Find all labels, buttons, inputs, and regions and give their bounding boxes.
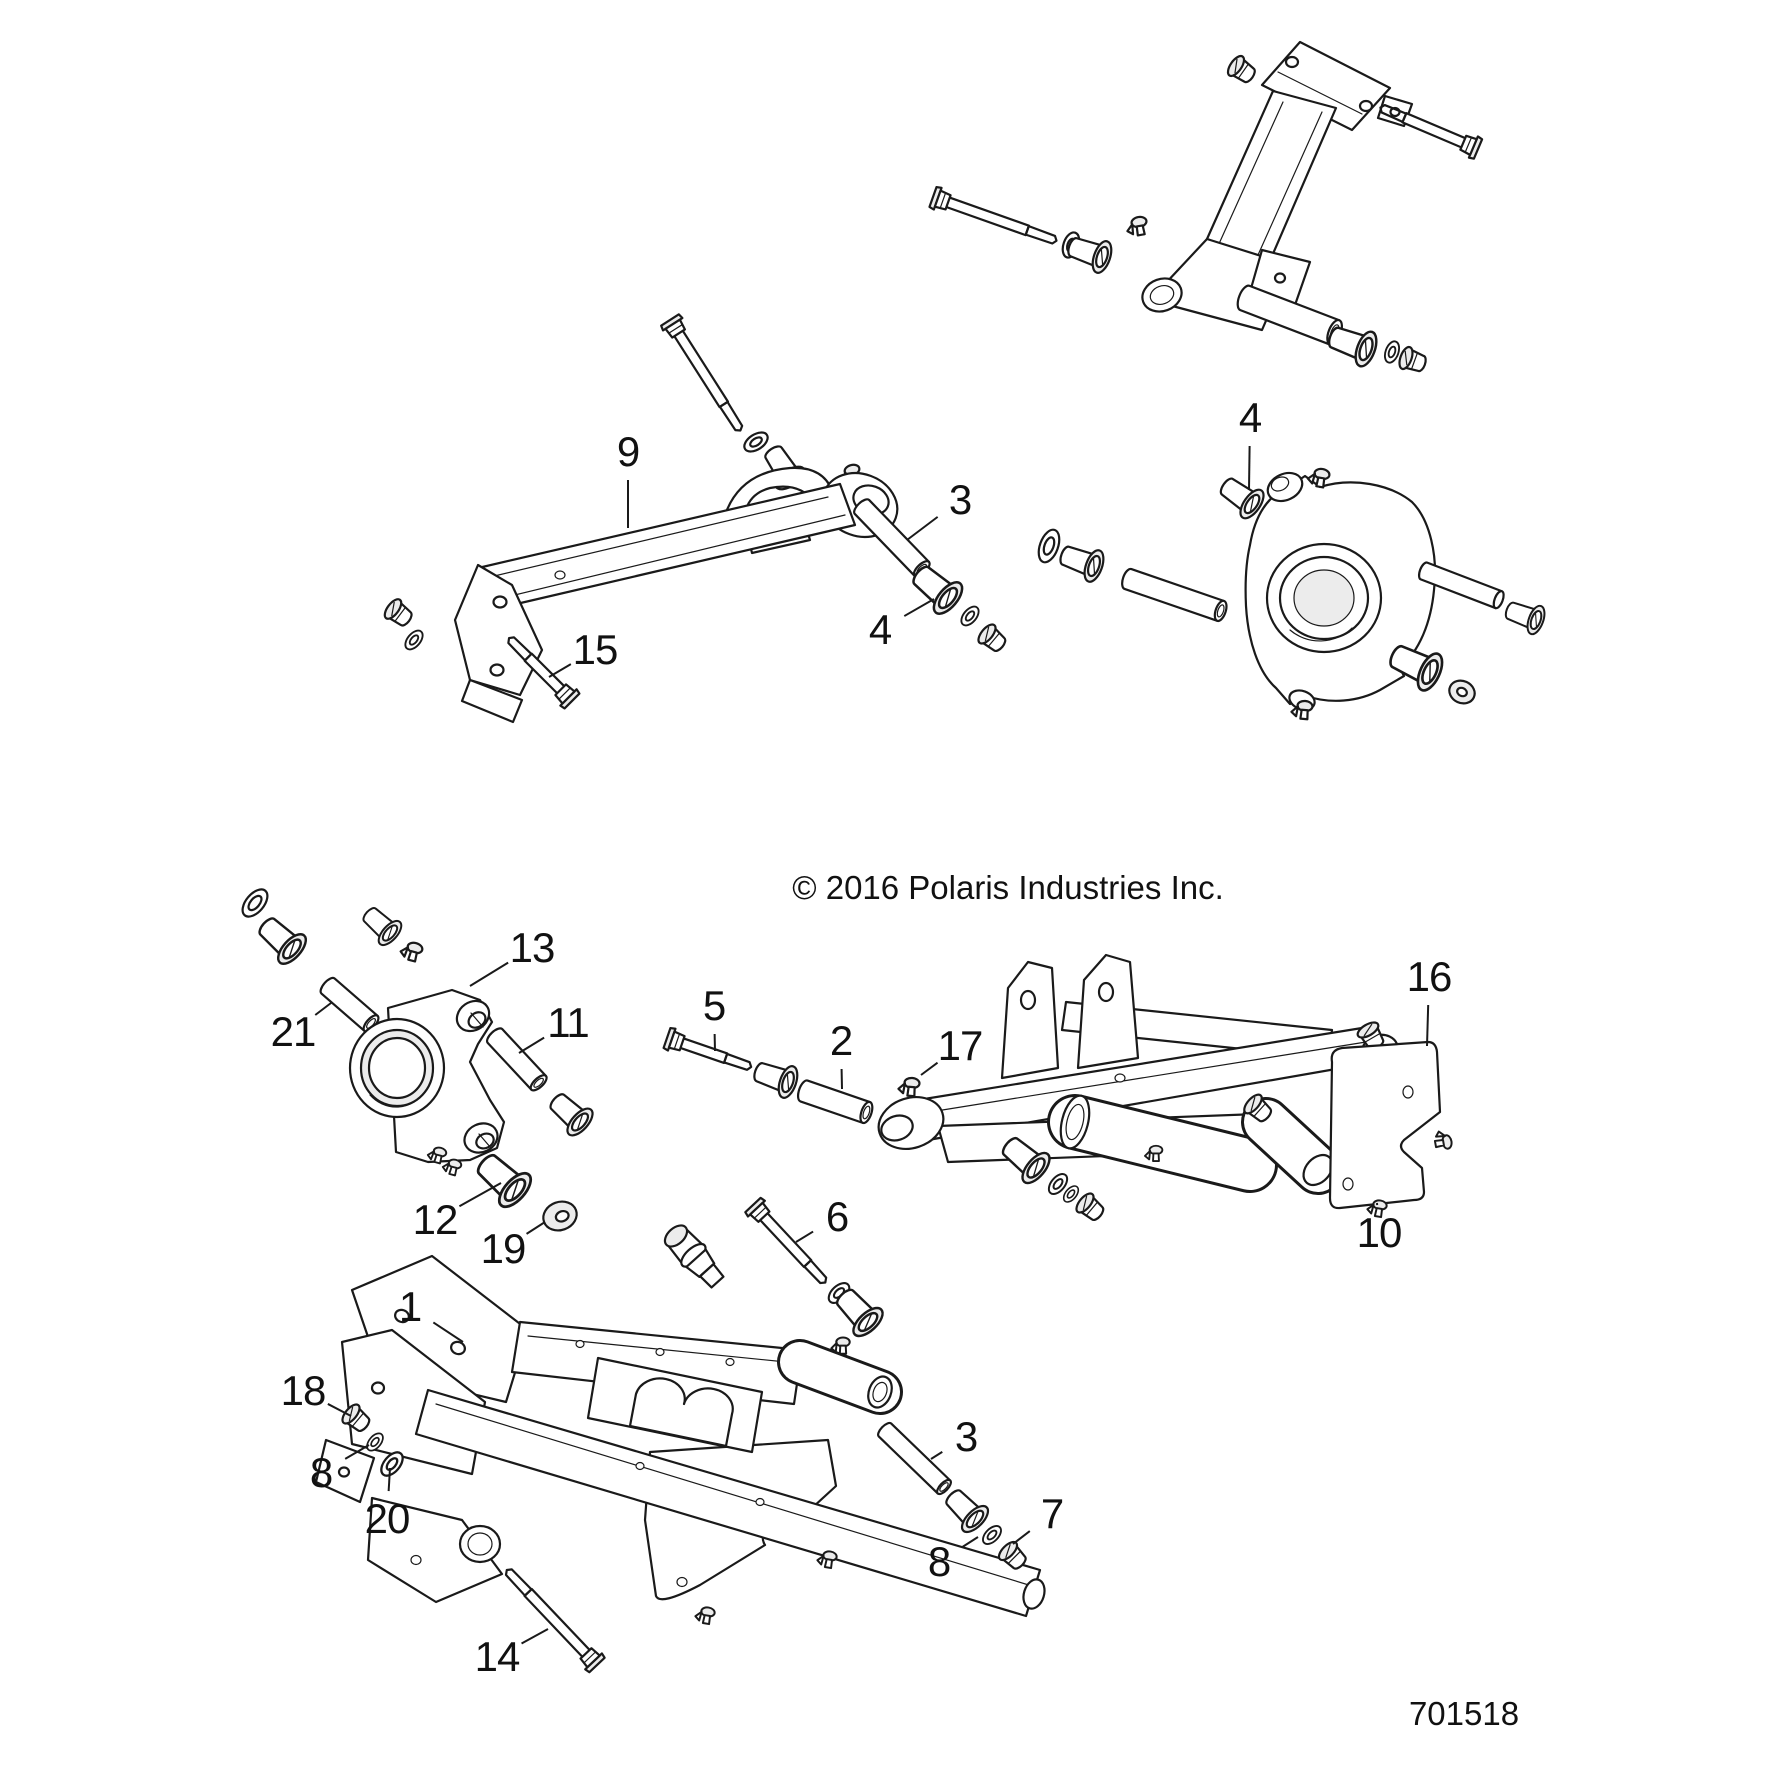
bearing-carrier-assembly [1037, 465, 1549, 721]
callout-2: 2 [829, 1017, 853, 1064]
flange-nut [974, 620, 1011, 657]
grease-fitting [397, 938, 425, 964]
callout-5: 5 [702, 982, 726, 1029]
callout-15: 15 [572, 626, 619, 673]
spacer-tube [1417, 561, 1505, 610]
grease-fitting [1124, 214, 1150, 239]
pivot-stud [663, 1224, 725, 1289]
bushing [250, 908, 312, 970]
upper-trailing-arm-left-assembly [380, 312, 1011, 724]
callout-8: 8 [927, 1538, 951, 1585]
bushing [1054, 537, 1109, 586]
spacer-tube [319, 976, 380, 1033]
copyright-notice: © 2016 Polaris Industries Inc. [792, 869, 1224, 906]
upper-control-arm-assembly [662, 953, 1454, 1226]
bolt [743, 1196, 835, 1292]
callout-8: 8 [309, 1449, 333, 1496]
grease-fitting [830, 1336, 851, 1355]
callout-11: 11 [547, 999, 590, 1046]
callout-3: 3 [954, 1413, 978, 1460]
callout-21: 21 [270, 1008, 317, 1055]
mud-shield-plate [1328, 1040, 1442, 1210]
washer [401, 626, 427, 654]
washer [978, 1521, 1006, 1549]
callout-leader-lines [314, 445, 1430, 1645]
bushing [1500, 594, 1549, 638]
spacer-tube [877, 1421, 952, 1496]
flange-nut [1395, 344, 1430, 377]
spacer-tube [1121, 567, 1228, 623]
callout-18: 18 [280, 1367, 327, 1414]
bolt [928, 185, 1062, 253]
callout-10: 10 [1356, 1209, 1403, 1256]
callout-4: 4 [1238, 394, 1262, 441]
flange-nut [380, 595, 417, 632]
push-rivet [1432, 1128, 1454, 1152]
callout-17: 17 [937, 1022, 984, 1069]
rear-knuckle-assembly [241, 888, 599, 1232]
washer [957, 602, 983, 630]
cup-washer [241, 888, 269, 918]
bushing [542, 1085, 599, 1141]
screw [896, 1075, 922, 1098]
upper-trailing-arm-right-assembly [928, 40, 1484, 377]
flat-washer [1448, 679, 1476, 705]
bushing [355, 900, 407, 950]
spacer-tube [486, 1027, 548, 1092]
callout-4: 4 [868, 606, 892, 653]
callout-19: 19 [480, 1225, 527, 1272]
screw [693, 1604, 717, 1626]
callout-12: 12 [412, 1196, 459, 1243]
lower-control-arm-assembly [314, 1196, 1046, 1675]
callout-1: 1 [398, 1283, 422, 1330]
bushing [748, 1054, 803, 1102]
washer [739, 427, 773, 457]
bolt [662, 1026, 756, 1079]
cup-washer [1037, 528, 1061, 564]
callout-13: 13 [509, 924, 556, 971]
callout-20: 20 [364, 1495, 411, 1542]
callout-6: 6 [825, 1193, 849, 1240]
callout-14: 14 [474, 1633, 521, 1680]
callout-9: 9 [616, 428, 640, 475]
bolt [659, 312, 752, 438]
part-number: 701518 [1408, 1695, 1520, 1732]
flange-nut [1072, 1189, 1109, 1226]
spacer-tube [796, 1079, 874, 1125]
callout-7: 7 [1040, 1490, 1064, 1537]
callout-3: 3 [948, 476, 972, 523]
callout-16: 16 [1406, 953, 1453, 1000]
thick-washer [542, 1200, 578, 1232]
flange-nut [1223, 52, 1261, 88]
